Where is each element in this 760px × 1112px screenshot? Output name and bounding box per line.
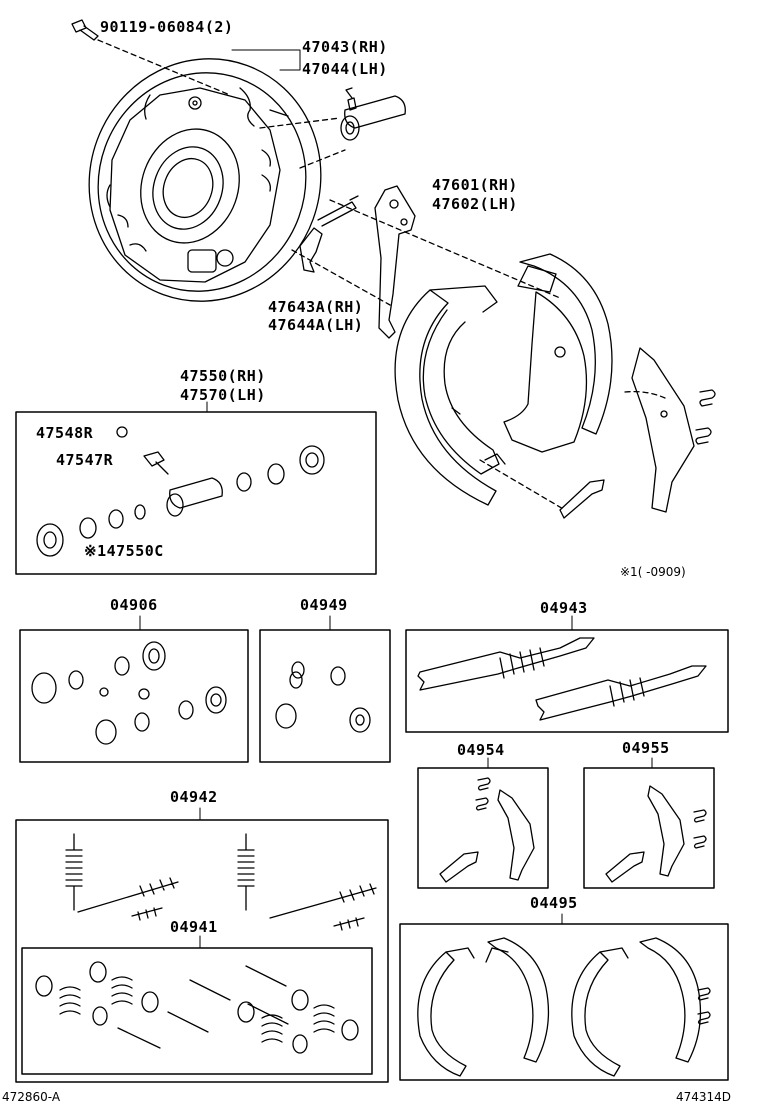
- illustration-code: 472860-A: [2, 1090, 61, 1104]
- kit-04943-box: [405, 629, 729, 733]
- cup-kit-icon: [275, 661, 371, 733]
- kit-04941-box: [21, 947, 373, 1075]
- part-label-47547R: 47547R: [56, 451, 114, 469]
- brake-shoe-icon: [394, 285, 506, 506]
- part-label-90119: 90119-06084(2): [100, 18, 234, 36]
- kit-label-04949: 04949: [300, 596, 348, 614]
- parking-lever-icon: [374, 185, 416, 339]
- wheel-cylinder-icon: [340, 87, 406, 141]
- strut-icon: [299, 195, 359, 273]
- kit-label-04941: 04941: [170, 918, 218, 936]
- kit-04949-box: [259, 629, 391, 763]
- part-label-47550C: ※147550C: [84, 542, 164, 560]
- part-label-47644A: 47644A(LH): [268, 316, 364, 334]
- kit-04955-box: [583, 767, 715, 889]
- part-label-47643A: 47643A(RH): [268, 298, 364, 316]
- part-label-47044: 47044(LH): [302, 60, 388, 78]
- shoe-return-kit-icon: [439, 777, 535, 883]
- spring-clip-icon: [559, 479, 605, 519]
- kit-label-04906: 04906: [110, 596, 158, 614]
- kit-label-04954: 04954: [457, 741, 505, 759]
- catalog-code: 474314D: [676, 1090, 732, 1104]
- footnote: ※1( -0909): [620, 565, 686, 579]
- seal-kit-icon: [31, 641, 227, 745]
- brake-shoe-kit-icon: [417, 937, 711, 1077]
- kit-04906-box: [19, 629, 249, 763]
- hold-down-kit-icon: [35, 961, 359, 1054]
- part-label-47550: 47550(RH): [180, 367, 266, 385]
- spring-kit-icon: [65, 833, 377, 931]
- kit-04942-box: [15, 819, 389, 1083]
- kit-04954-box: [417, 767, 549, 889]
- clip-icon: [695, 427, 712, 445]
- kit-label-04495: 04495: [530, 894, 578, 912]
- part-label-47548R: 47548R: [36, 424, 94, 442]
- wheel-cylinder-parts-icon: [36, 426, 325, 557]
- clip-icon: [699, 389, 716, 407]
- adjuster-plate-icon: [631, 347, 695, 513]
- bolt-icon: [71, 19, 99, 41]
- part-label-47043: 47043(RH): [302, 38, 388, 56]
- kit-04495-box: [399, 923, 729, 1081]
- wheel-cylinder-kit-box: [15, 411, 377, 575]
- kit-label-04955: 04955: [622, 739, 670, 757]
- shoe-return-kit-icon: [605, 785, 707, 883]
- kit-label-04942: 04942: [170, 788, 218, 806]
- adjuster-assembly-icon: [417, 637, 707, 721]
- brake-shoe-icon: [503, 253, 613, 453]
- kit-label-04943: 04943: [540, 599, 588, 617]
- part-label-47570: 47570(LH): [180, 386, 266, 404]
- backing-plate: [88, 58, 322, 302]
- part-label-47602: 47602(LH): [432, 195, 518, 213]
- part-label-47601: 47601(RH): [432, 176, 518, 194]
